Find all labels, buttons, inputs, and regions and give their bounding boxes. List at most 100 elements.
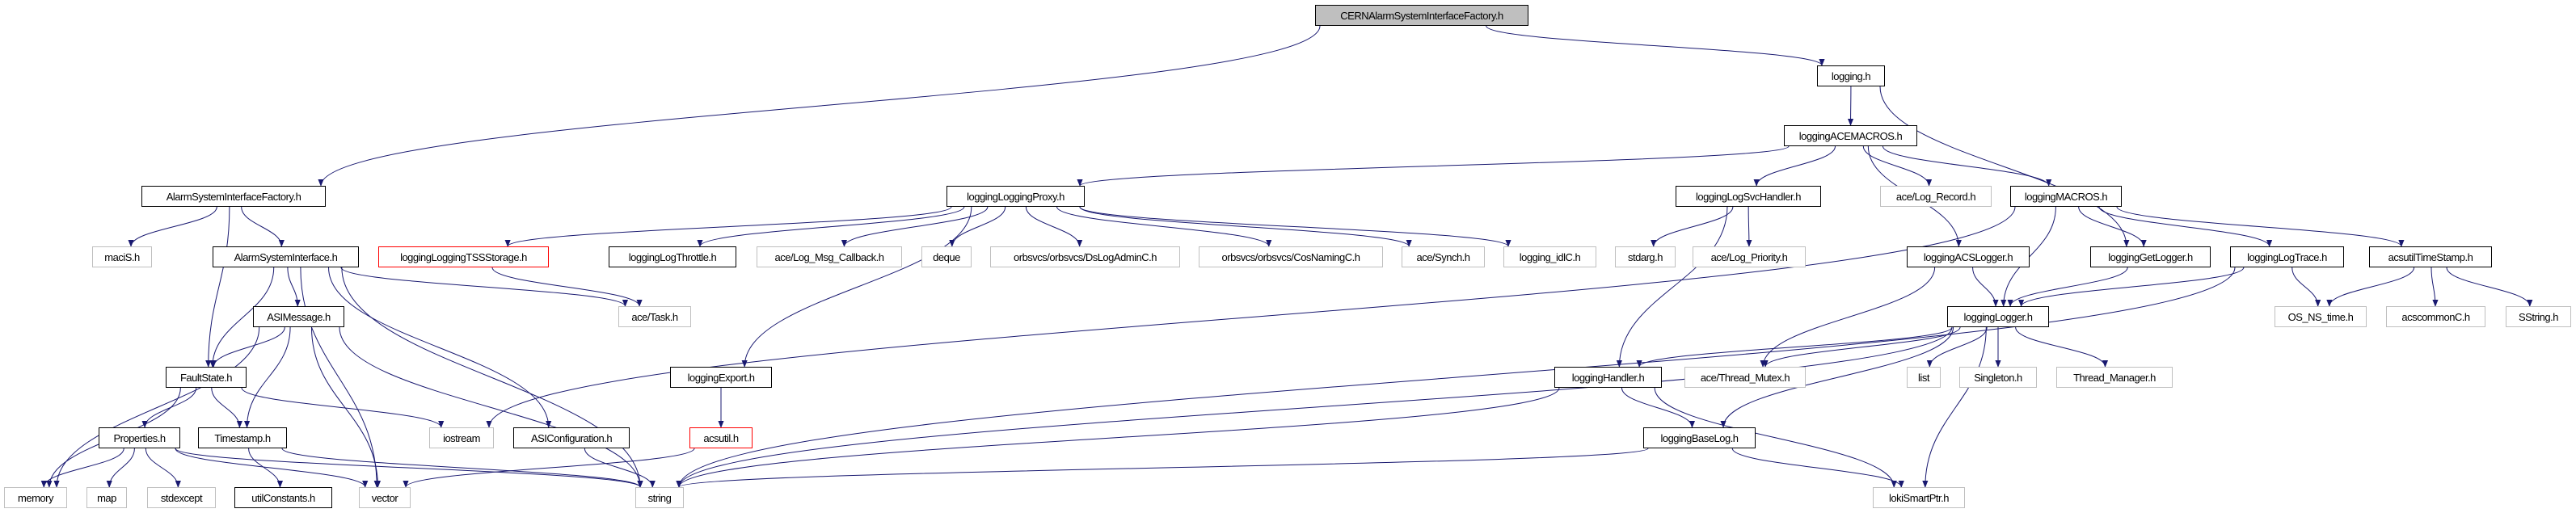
edge-baselog-to-string <box>676 448 1649 488</box>
node-tss[interactable]: loggingLoggingTSSStorage.h <box>378 246 549 267</box>
edge-handler-to-loki <box>1654 387 1897 488</box>
node-msgcb[interactable]: ace/Log_Msg_Callback.h <box>757 246 902 267</box>
edge-acslogger-to-mutex <box>1760 267 1936 368</box>
edge-acslogger-to-logger <box>1972 267 1999 307</box>
edge-timestamp-to-string <box>281 448 643 488</box>
edge-svchandler-to-handler <box>1616 206 1728 368</box>
edge-proxy-to-synch <box>1079 206 1412 247</box>
edge-proxy-to-deque <box>949 206 1006 247</box>
edge-acsts-to-sstring <box>2446 267 2533 307</box>
edge-properties-to-vector <box>175 448 369 488</box>
edge-timestamp-to-utilconst <box>248 448 284 488</box>
node-logging[interactable]: logging.h <box>1817 65 1885 86</box>
edge-asiconf-to-string <box>584 448 656 488</box>
node-properties[interactable]: Properties.h <box>99 427 180 448</box>
node-faultstate[interactable]: FaultState.h <box>166 367 247 388</box>
node-string[interactable]: string <box>635 487 684 508</box>
edge-properties-to-stdexcept <box>145 448 181 488</box>
node-sstring[interactable]: SString.h <box>2506 306 2571 327</box>
node-svchandler[interactable]: loggingLogSvcHandler.h <box>1676 186 1821 207</box>
node-throttle[interactable]: loggingLogThrottle.h <box>609 246 736 267</box>
node-synch[interactable]: ace/Synch.h <box>1402 246 1485 267</box>
node-osns[interactable]: OS_NS_time.h <box>2275 306 2367 327</box>
node-task[interactable]: ace/Task.h <box>618 306 691 327</box>
edge-macros-to-logtrace <box>2098 206 2273 247</box>
edge-acsts-to-osns <box>2326 267 2415 307</box>
node-acsutil[interactable]: acsutil.h <box>689 427 753 448</box>
node-threadmgr[interactable]: Thread_Manager.h <box>2056 367 2173 388</box>
edge-asimsg-to-string <box>339 326 643 488</box>
node-idlc[interactable]: logging_idlC.h <box>1503 246 1596 267</box>
edge-proxy-to-cosnaming <box>1056 206 1272 247</box>
node-memory[interactable]: memory <box>4 487 67 508</box>
node-acemacros[interactable]: loggingACEMACROS.h <box>1784 125 1917 146</box>
node-asiconf[interactable]: ASIConfiguration.h <box>513 427 630 448</box>
node-stdexcept[interactable]: stdexcept <box>147 487 216 508</box>
node-proxy[interactable]: loggingLoggingProxy.h <box>947 186 1085 207</box>
node-mutex[interactable]: ace/Thread_Mutex.h <box>1684 367 1806 388</box>
edge-logger-to-handler <box>1636 326 1953 368</box>
node-singleton[interactable]: Singleton.h <box>1959 367 2037 388</box>
node-root: CERNAlarmSystemInterfaceFactory.h <box>1315 5 1528 26</box>
node-logtrace[interactable]: loggingLogTrace.h <box>2230 246 2344 267</box>
edge-logger-to-mutex <box>1762 326 1961 368</box>
edge-faultstate-to-timestamp <box>211 387 242 428</box>
node-export[interactable]: loggingExport.h <box>670 367 772 388</box>
node-logrecord[interactable]: ace/Log_Record.h <box>1880 186 1992 207</box>
edge-macros-to-acsts <box>2116 206 2405 247</box>
node-iostream[interactable]: iostream <box>429 427 494 448</box>
edge-asimsg-to-timestamp <box>243 326 291 428</box>
node-acsts[interactable]: acsutilTimeStamp.h <box>2369 246 2492 267</box>
edge-macros-to-logger <box>2001 206 2056 307</box>
node-handler[interactable]: loggingHandler.h <box>1554 367 1662 388</box>
node-cosnaming[interactable]: orbsvcs/orbsvcs/CosNamingC.h <box>1199 246 1383 267</box>
edge-asif-to-asi <box>241 206 285 247</box>
edge-proxy-to-export <box>741 206 972 368</box>
node-asi[interactable]: AlarmSystemInterface.h <box>213 246 359 267</box>
edge-logging-to-getlogger <box>1879 86 2130 247</box>
edge-macros-to-iostream <box>486 206 2016 428</box>
edge-svchandler-to-logpriority <box>1746 206 1752 247</box>
node-dslog[interactable]: orbsvcs/orbsvcs/DsLogAdminC.h <box>990 246 1180 267</box>
node-logger[interactable]: loggingLogger.h <box>1947 306 2049 327</box>
node-vector[interactable]: vector <box>359 487 411 508</box>
edge-baselog-to-loki <box>1731 448 1904 488</box>
edge-asimsg-to-vector <box>310 326 382 488</box>
node-acscommon[interactable]: acscommonC.h <box>2386 306 2485 327</box>
node-map[interactable]: map <box>86 487 127 508</box>
edge-logtrace-to-string <box>676 267 2236 488</box>
edge-macros-to-getlogger <box>2078 206 2147 247</box>
edge-asi-to-faultstate <box>209 267 275 368</box>
node-macis[interactable]: maciS.h <box>92 246 152 267</box>
edge-proxy-to-tss <box>504 206 952 247</box>
node-getlogger[interactable]: loggingGetLogger.h <box>2090 246 2211 267</box>
node-macros[interactable]: loggingMACROS.h <box>2010 186 2122 207</box>
edge-asi-to-asiconf <box>328 267 552 428</box>
edge-acemacros-to-macros <box>1882 145 2052 187</box>
node-utilconst[interactable]: utilConstants.h <box>234 487 332 508</box>
node-asif[interactable]: AlarmSystemInterfaceFactory.h <box>141 186 326 207</box>
node-loki[interactable]: lokiSmartPtr.h <box>1873 487 1965 508</box>
node-stdarg[interactable]: stdarg.h <box>1615 246 1676 267</box>
edge-faultstate-to-properties <box>141 387 197 428</box>
edge-handler-to-string <box>676 387 1560 488</box>
edge-asi-to-string <box>341 267 643 488</box>
edge-acsts-to-acscommon <box>2431 267 2439 307</box>
node-list[interactable]: list <box>1907 367 1941 388</box>
node-baselog[interactable]: loggingBaseLog.h <box>1643 427 1756 448</box>
edge-logger-to-list <box>1926 326 1988 368</box>
edge-root-to-logging <box>1486 25 1825 66</box>
edge-asimsg-to-faultstate <box>210 326 285 368</box>
edge-proxy-to-throttle <box>697 206 965 247</box>
node-deque[interactable]: deque <box>921 246 972 267</box>
edge-logtrace-to-logger <box>2018 267 2245 307</box>
node-timestamp[interactable]: Timestamp.h <box>198 427 287 448</box>
node-asimsg[interactable]: ASIMessage.h <box>253 306 344 327</box>
edge-acemacros-to-logrecord <box>1862 145 1933 187</box>
edge-logger-to-loki <box>1922 326 1987 488</box>
edge-properties-to-map <box>106 448 135 488</box>
node-logpriority[interactable]: ace/Log_Priority.h <box>1693 246 1806 267</box>
node-acslogger[interactable]: loggingACSLogger.h <box>1907 246 2030 267</box>
edge-asif-to-macis <box>128 206 217 247</box>
